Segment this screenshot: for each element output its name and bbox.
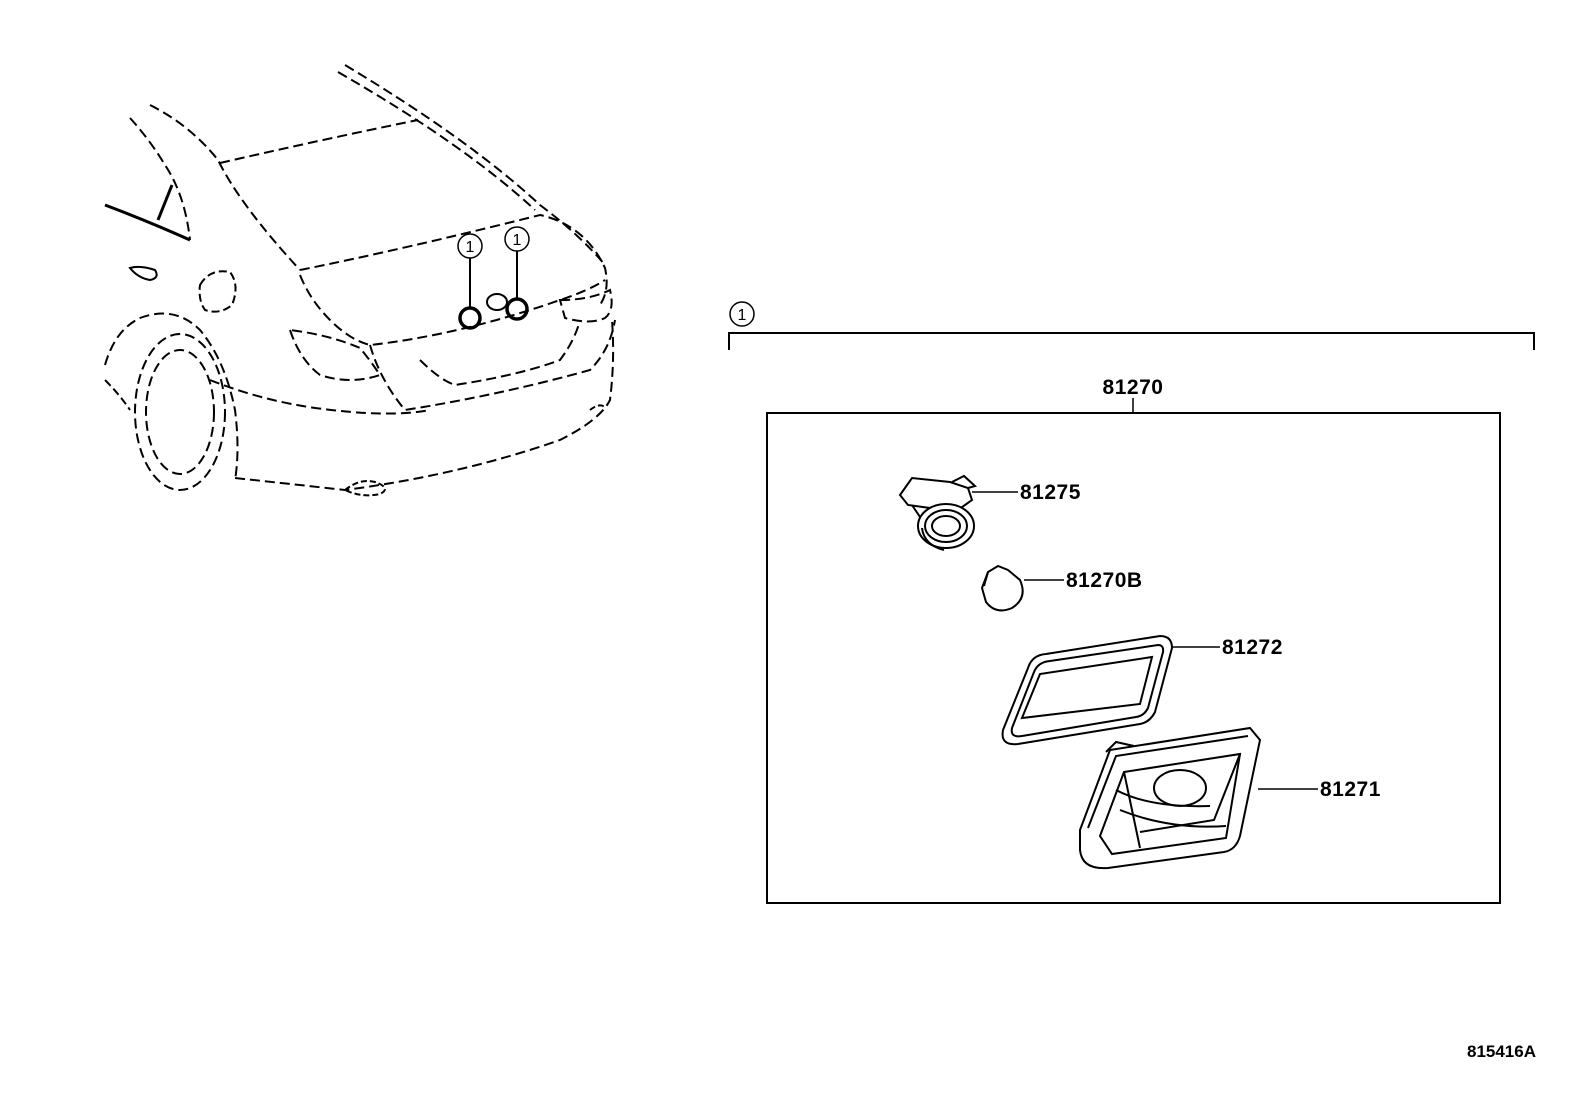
car-callout-right: 1 (504, 226, 530, 252)
callout-number: 1 (466, 239, 475, 256)
bulb-part (980, 564, 1064, 612)
bulb-part-number: 81270B (1066, 569, 1143, 592)
bracket-callout-number: 1 (738, 307, 747, 324)
socket-part (898, 474, 1018, 551)
illustration-code: 815416A (1467, 1042, 1536, 1061)
housing-part (1079, 726, 1318, 870)
car-illustration (104, 64, 616, 497)
housing-part-number: 81271 (1320, 778, 1381, 801)
assembly-bracket: 1 (728, 301, 1535, 350)
callout-number: 1 (513, 232, 522, 249)
car-callout-left: 1 (457, 233, 483, 259)
socket-part-number: 81275 (1020, 481, 1081, 504)
lens-part (1001, 634, 1220, 746)
assembly-box: 81270 (766, 376, 1501, 904)
lens-part-number: 81272 (1222, 636, 1283, 659)
assembly-part-number: 81270 (1103, 376, 1164, 399)
